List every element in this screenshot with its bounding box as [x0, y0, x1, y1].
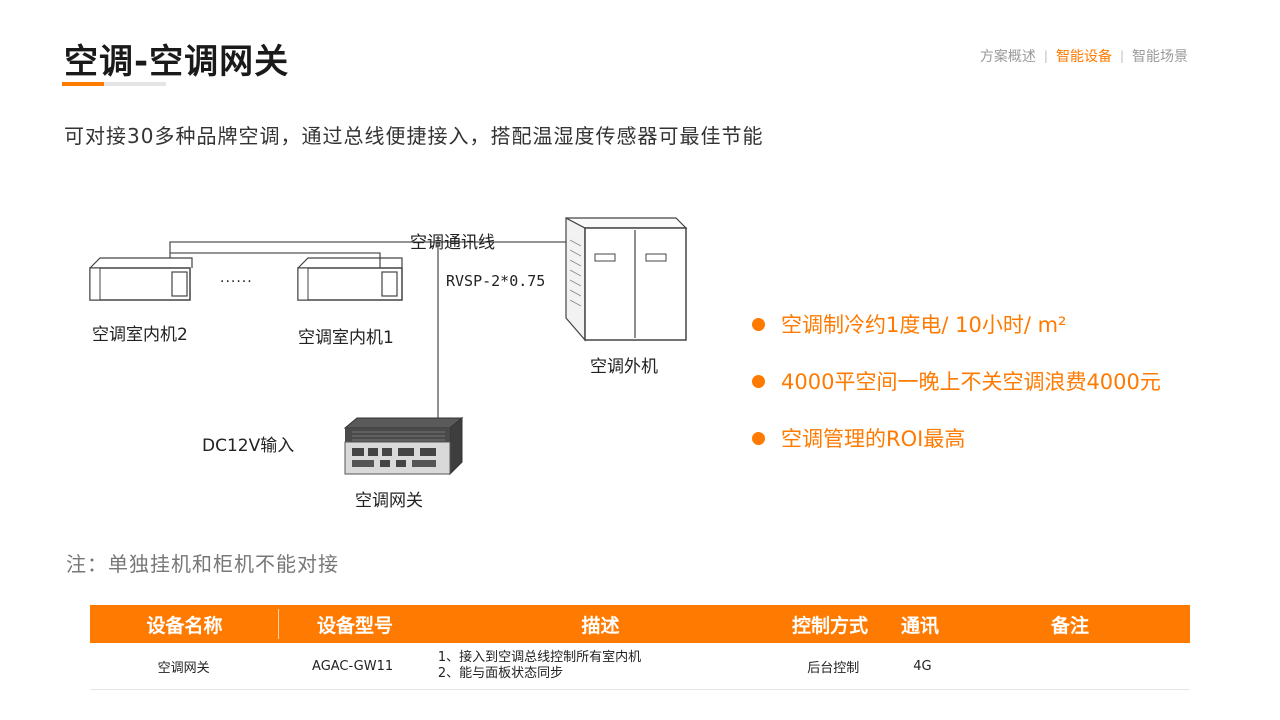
gateway-label: 空调网关	[355, 491, 423, 511]
connection-diagram: 空调通讯线 RVSP-2*0.75 ······ 空调室内机2 空调室内机1 空…	[0, 190, 700, 520]
indoor-unit-1-icon	[297, 257, 403, 301]
device-table: 设备名称 设备型号 描述 控制方式 通讯 备注 空调网关 AGAC-GW11 1…	[90, 605, 1190, 690]
bullet-dot-icon	[752, 431, 765, 445]
column-header-model: 设备型号	[316, 614, 393, 637]
section-nav: 方案概述 | 智能设备 | 智能场景	[980, 46, 1188, 66]
table-body: 空调网关 AGAC-GW11 1、接入到空调总线控制所有室内机 2、能与面板状态…	[90, 643, 1190, 690]
page-subtitle: 可对接30多种品牌空调，通过总线便捷接入，搭配温湿度传感器可最佳节能	[64, 124, 764, 148]
bullet-dot-icon	[752, 317, 765, 331]
cable-spec-label: RVSP-2*0.75	[446, 272, 546, 290]
power-input-label: DC12V输入	[202, 436, 295, 456]
description-line: 2、能与面板状态同步	[437, 666, 564, 681]
bullet-dot-icon	[752, 374, 765, 388]
benefit-list: 空调制冷约1度电/ 10小时/ m² 4000平空间一晚上不关空调浪费4000元…	[752, 310, 1161, 481]
benefit-text: 空调制冷约1度电/ 10小时/ m²	[781, 313, 1067, 337]
benefit-item: 空调制冷约1度电/ 10小时/ m²	[752, 310, 1161, 338]
nav-item-smart-scenes[interactable]: 智能场景	[1132, 49, 1188, 65]
cell-control: 后台控制	[807, 660, 860, 676]
description-line: 1、接入到空调总线控制所有室内机	[437, 650, 642, 665]
benefit-item: 空调管理的ROI最高	[752, 424, 1161, 452]
column-header-description: 描述	[581, 614, 620, 637]
cell-comm: 4G	[913, 658, 932, 674]
gateway-device-icon	[343, 416, 464, 476]
cell-name: 空调网关	[157, 660, 210, 676]
table-header: 设备名称 设备型号 描述 控制方式 通讯 备注	[90, 605, 1190, 643]
nav-separator: |	[1119, 49, 1124, 63]
indoor-units-ellipsis: ······	[220, 274, 253, 290]
diagram-lines	[89, 217, 688, 476]
nav-item-smart-devices[interactable]: 智能设备	[1055, 49, 1112, 65]
column-header-control: 控制方式	[791, 614, 868, 637]
bus-line-indoor	[169, 252, 381, 268]
comm-line-label: 空调通讯线	[410, 233, 495, 253]
cell-model: AGAC-GW11	[312, 658, 394, 674]
title-underline-accent	[62, 82, 104, 86]
cell-remark	[952, 643, 1190, 689]
bus-line-main	[169, 241, 600, 253]
outdoor-unit-icon	[565, 217, 688, 342]
nav-separator: |	[1043, 49, 1048, 63]
title-underline	[62, 82, 166, 86]
cell-description: 1、接入到空调总线控制所有室内机 2、能与面板状态同步	[428, 643, 774, 689]
table-row: 空调网关 AGAC-GW11 1、接入到空调总线控制所有室内机 2、能与面板状态…	[90, 643, 1190, 690]
compatibility-note: 注：单独挂机和柜机不能对接	[66, 552, 339, 576]
benefit-text: 4000平空间一晚上不关空调浪费4000元	[781, 370, 1161, 394]
benefit-item: 4000平空间一晚上不关空调浪费4000元	[752, 367, 1161, 395]
outdoor-unit-label: 空调外机	[590, 357, 658, 377]
column-header-remark: 备注	[1050, 614, 1089, 637]
indoor-unit-2-label: 空调室内机2	[92, 325, 188, 345]
page-title: 空调-空调网关	[64, 42, 290, 82]
nav-item-overview[interactable]: 方案概述	[979, 49, 1036, 65]
indoor-unit-2-icon	[89, 257, 193, 301]
column-header-name: 设备名称	[90, 605, 279, 643]
benefit-text: 空调管理的ROI最高	[781, 427, 966, 451]
column-header-comm: 通讯	[900, 614, 939, 637]
indoor-unit-1-label: 空调室内机1	[298, 328, 394, 348]
